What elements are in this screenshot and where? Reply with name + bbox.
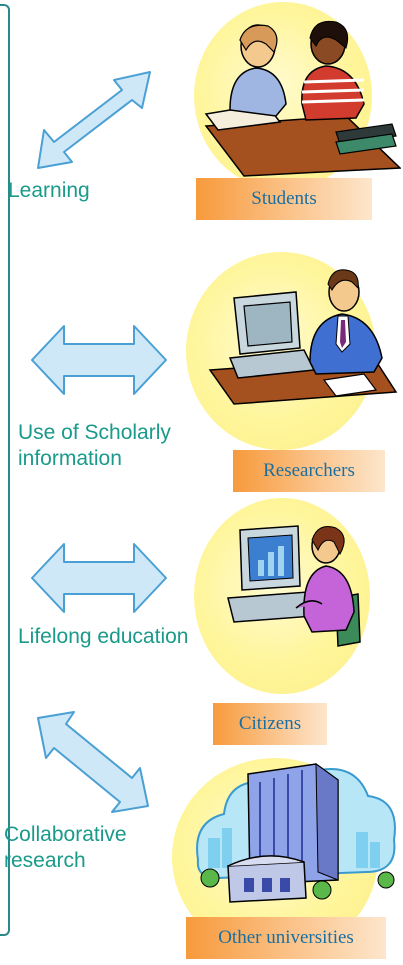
role-box-students: Students [196,178,372,220]
researcher-clipart-icon [208,269,398,405]
relation-label-use-of-scholarly-information: Use of Scholarly information [18,421,171,470]
role-box-citizens: Citizens [213,703,327,745]
bidirectional-arrow-icon [37,71,151,169]
role-box-other-universities: Other universities [186,917,386,959]
citizen-computer-clipart-icon [227,525,361,647]
students-clipart-icon [204,20,401,177]
left-frame-panel [0,4,10,936]
bidirectional-arrow-icon [31,543,167,613]
relation-label-learning: Learning [8,179,90,202]
university-building-clipart-icon [196,763,396,903]
role-box-researchers: Researchers [233,450,385,492]
bidirectional-arrow-icon [37,711,149,813]
relation-label-lifelong-education: Lifelong education [18,625,189,648]
relation-label-collaborative-research: Collaborative research [4,823,127,872]
bidirectional-arrow-icon [31,325,167,395]
